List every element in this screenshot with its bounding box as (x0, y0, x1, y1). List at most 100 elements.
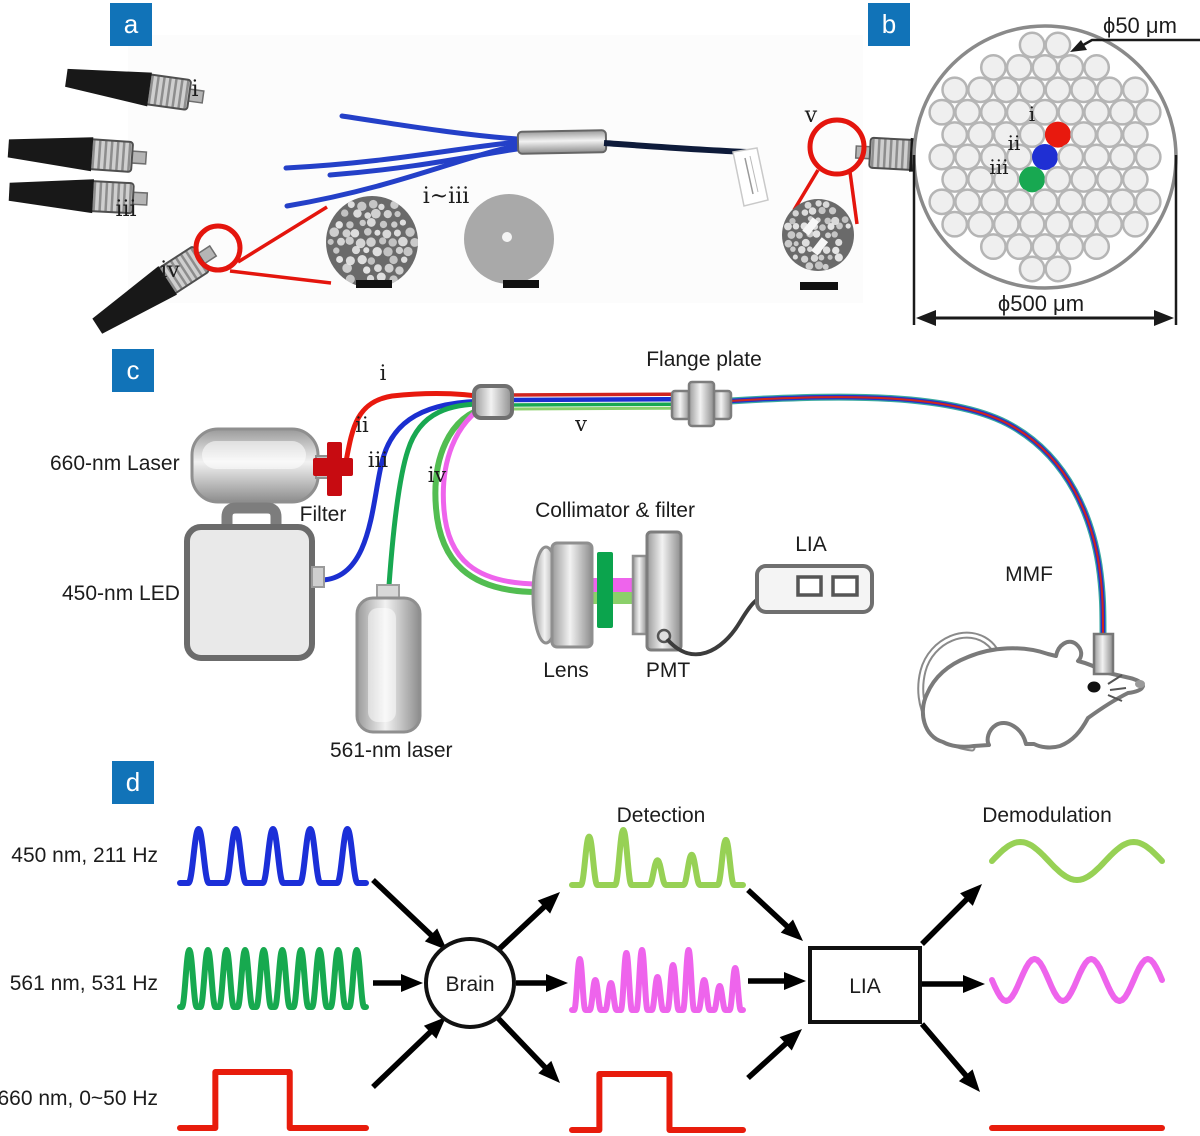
fiber-core (1031, 188, 1059, 216)
facet-dot (808, 207, 817, 215)
fiber-core (1096, 121, 1123, 149)
fiber-core (1018, 210, 1046, 238)
inset-bundle-facet (326, 196, 418, 288)
facet-dot (801, 255, 809, 263)
facet-dot (784, 222, 792, 231)
facet-dot (355, 238, 366, 249)
fiber-core (1044, 76, 1072, 104)
label-branch-iii: iii (115, 197, 136, 222)
flow-arrow (920, 895, 971, 946)
fiber-core (941, 76, 969, 104)
facet-dot (336, 255, 344, 263)
facet-dot (341, 209, 349, 217)
facet-dot (822, 263, 829, 270)
fiber-core (941, 210, 969, 238)
facet-dot (394, 210, 401, 218)
scale-bar (356, 280, 392, 288)
facet-dot (841, 216, 849, 224)
fiber-core (1044, 31, 1072, 59)
fiber-core (1018, 31, 1046, 59)
facet-dot (825, 232, 832, 239)
label-fiber-v: v (574, 412, 587, 436)
fiber-core-ii (1032, 144, 1058, 170)
facet-dot (801, 238, 810, 247)
fiber-core (1044, 255, 1072, 283)
facet-dot (391, 221, 398, 228)
common-cable (603, 140, 749, 155)
flow-arrowhead (423, 1017, 446, 1039)
fiber-core (954, 143, 982, 171)
facet-dot (805, 262, 814, 270)
fiber-core (1057, 143, 1085, 171)
facet-dot (378, 203, 385, 211)
facet-dot (367, 257, 376, 265)
facet-dot (368, 199, 378, 209)
label-lens: Lens (543, 659, 589, 682)
fiber-core (928, 188, 956, 216)
label-laser561: 561-nm laser (330, 739, 453, 762)
label-mmf: MMF (1005, 563, 1053, 586)
facet-dot (812, 230, 821, 238)
fiber-core (1031, 53, 1059, 81)
fiber-core (967, 165, 994, 193)
facet-dot (814, 261, 823, 270)
fiber-iv-green (432, 404, 541, 595)
flow-arrowhead (960, 884, 982, 906)
waveform-demodulation-0 (989, 839, 1165, 883)
facet-dot (366, 217, 376, 227)
fiber-core (992, 121, 1020, 149)
facet-dot (400, 256, 408, 263)
fiber-core (1121, 121, 1149, 149)
facet-dot (815, 200, 822, 207)
facet-dot (822, 246, 831, 254)
facet-dot (797, 246, 806, 254)
fiber-core (1018, 255, 1046, 283)
fiber-sleeve (516, 129, 608, 155)
facet-dot (827, 223, 835, 231)
inset-common-facet (782, 199, 854, 290)
facet-dot (793, 241, 799, 247)
flow-arrowhead (780, 919, 803, 941)
facet-dot (374, 229, 381, 236)
label-flange: Flange plate (646, 348, 762, 371)
facet-dot (398, 236, 408, 247)
facet-dot (810, 254, 819, 262)
facet-dot (835, 238, 843, 247)
facet-dot (792, 210, 799, 217)
fiber-core (979, 53, 1007, 81)
fiber-iii-green (385, 401, 493, 603)
fiber-core (1057, 188, 1085, 216)
fiber-core (1005, 98, 1033, 126)
facet-dot (792, 254, 798, 260)
fiber-core (1083, 233, 1111, 261)
facet-dot (389, 255, 398, 265)
facet-dot (374, 264, 382, 273)
facet-dot (376, 272, 386, 282)
zoom-circle-iv (193, 223, 243, 273)
fiber-core (1134, 143, 1162, 171)
flow-arrowhead (963, 975, 985, 993)
label-laser660: 660-nm Laser (50, 452, 180, 475)
excitation-filter (313, 442, 353, 496)
fiber-core (1057, 53, 1085, 81)
facet-dot (383, 209, 392, 219)
facet-dot (379, 220, 388, 229)
branch-cables (283, 113, 539, 209)
flow-arrowhead (401, 974, 423, 992)
flow-arrowhead (546, 974, 568, 992)
fiber-core (979, 233, 1007, 261)
dimension-500um (912, 155, 1178, 325)
waveform-detection-2 (569, 1071, 746, 1133)
facet-dot (796, 232, 803, 239)
fiber-core (941, 165, 969, 193)
fiber-core (1044, 165, 1072, 193)
cable-tag (732, 147, 769, 207)
flow-arrow (494, 902, 549, 955)
fiber-core (1070, 76, 1098, 104)
fiber-core (967, 121, 994, 149)
label-detection: Detection (617, 804, 706, 827)
fiber-core (928, 143, 956, 171)
dim-arrowhead-left (916, 310, 936, 326)
facet-dot (831, 216, 840, 226)
label-signal-660: 660 nm, 0~50 Hz (0, 1087, 158, 1110)
